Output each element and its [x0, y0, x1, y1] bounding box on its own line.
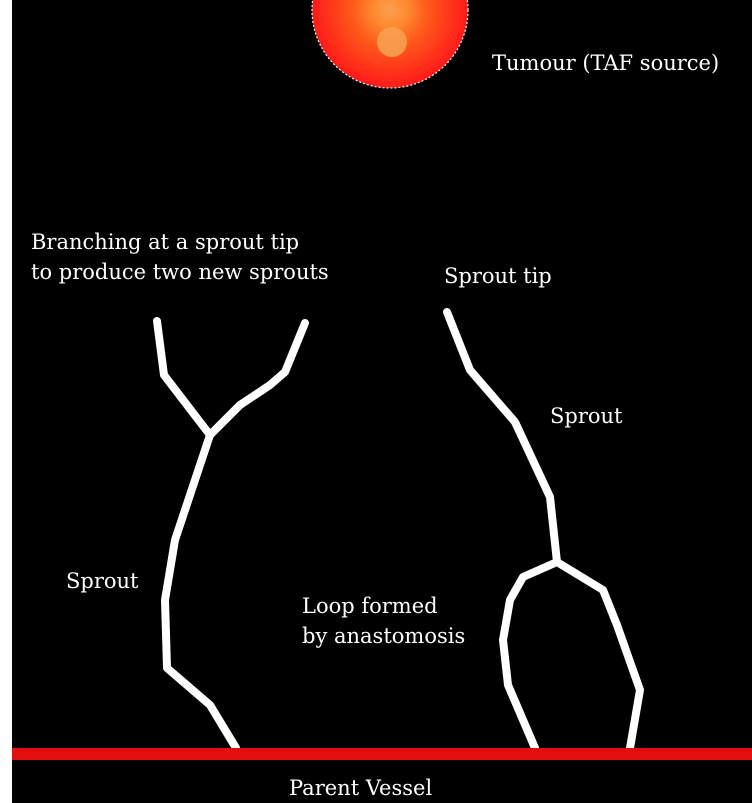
left-sprout [157, 321, 305, 748]
left-branch-2 [210, 323, 305, 435]
parent-vessel [12, 748, 752, 760]
anastomosis-loop-left [503, 562, 557, 748]
tumour [312, 0, 468, 88]
left-main-sprout [165, 435, 236, 748]
sprout-right-label: Sprout [550, 401, 622, 431]
right-sprout [447, 312, 640, 748]
tumour-core [377, 27, 407, 57]
anastomosis-loop-right [557, 562, 640, 748]
sprout-tip-label: Sprout tip [444, 261, 552, 291]
anastomosis-loop-label: Loop formed by anastomosis [302, 591, 465, 652]
tumour-label: Tumour (TAF source) [492, 48, 719, 78]
branching-label: Branching at a sprout tip to produce two… [31, 227, 329, 288]
right-sprout-stem [447, 312, 557, 562]
parent-vessel-label: Parent Vessel [289, 773, 432, 803]
sprout-left-label: Sprout [66, 566, 138, 596]
left-branch-1 [157, 321, 210, 435]
